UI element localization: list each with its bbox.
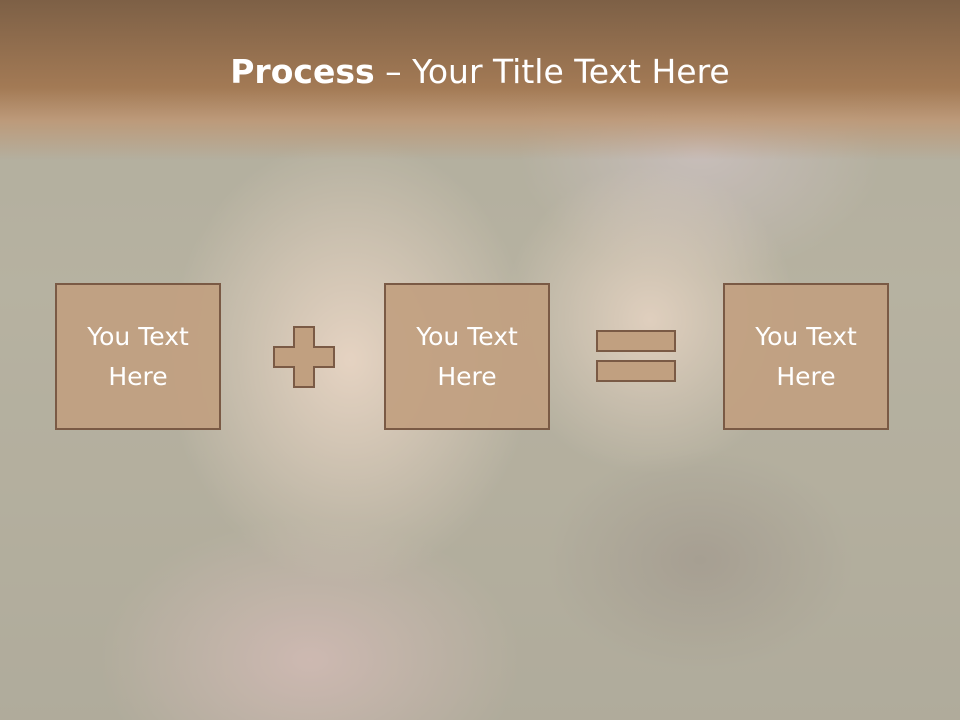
process-box-1-text: You Text Here <box>87 321 189 391</box>
slide-title: Process – Your Title Text Here <box>0 52 960 91</box>
process-box-1[interactable]: You Text Here <box>55 283 221 430</box>
process-box-3-text: You Text Here <box>755 321 857 391</box>
process-box-2-text: You Text Here <box>416 321 518 391</box>
process-box-3[interactable]: You Text Here <box>723 283 889 430</box>
plus-icon <box>273 326 335 388</box>
title-band <box>0 0 960 160</box>
equals-icon <box>596 330 676 382</box>
title-bold: Process <box>230 52 375 91</box>
process-box-2[interactable]: You Text Here <box>384 283 550 430</box>
title-rest: – Your Title Text Here <box>374 52 730 91</box>
